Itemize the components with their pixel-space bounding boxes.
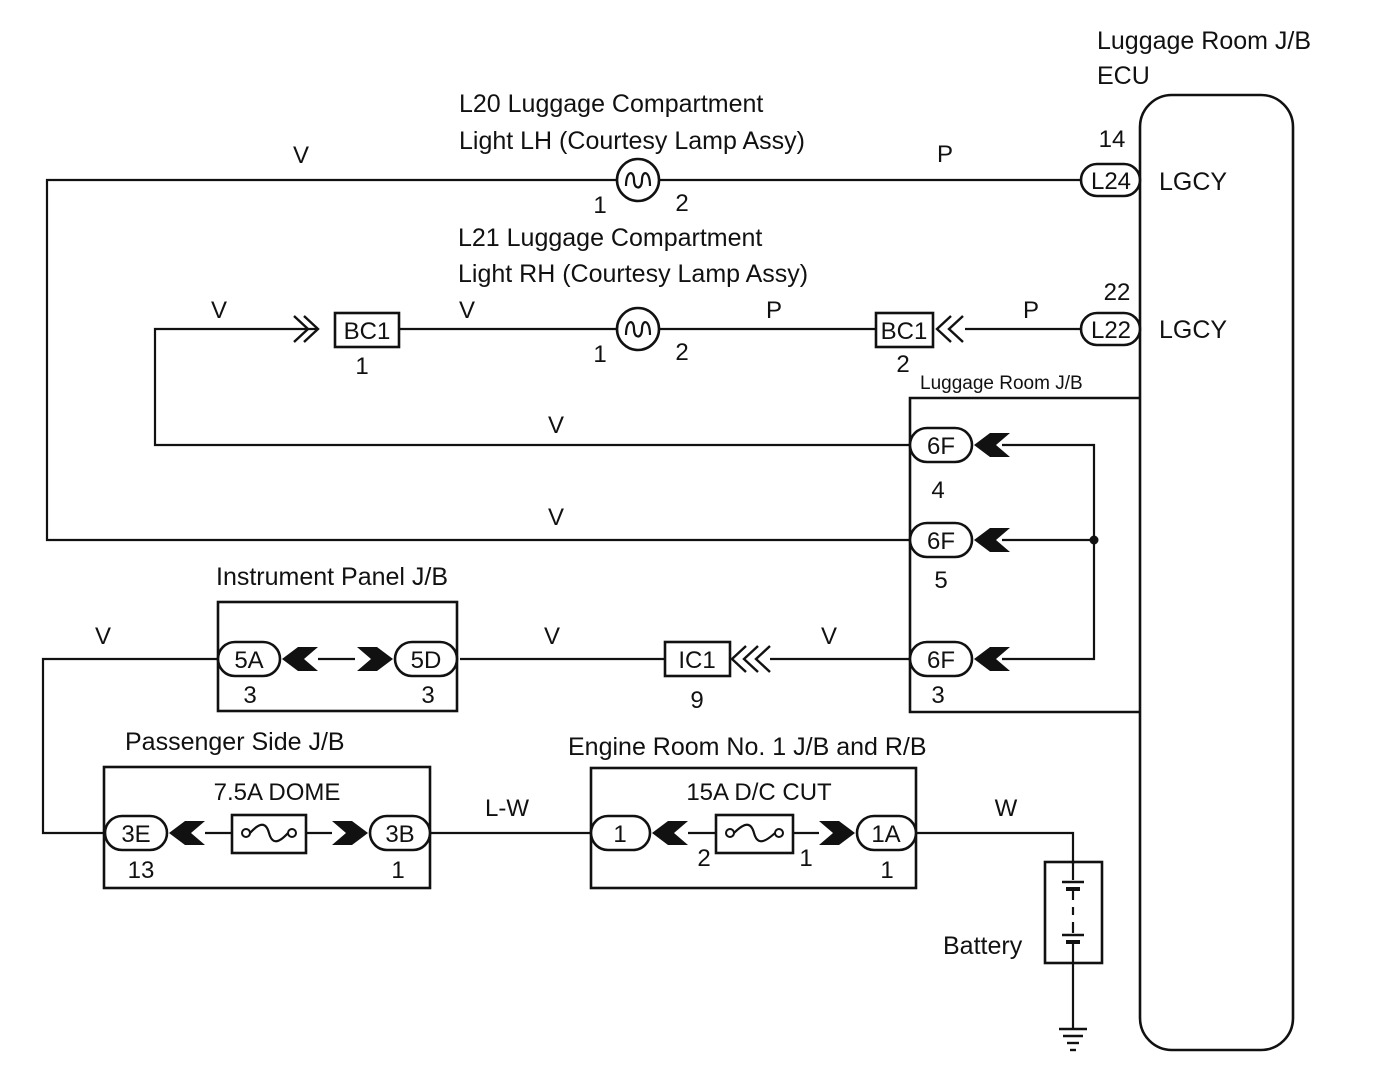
luggage-jb-title: Luggage Room J/B xyxy=(920,373,1083,394)
wire-label-p: P xyxy=(1023,297,1039,324)
connector-l22 xyxy=(1079,311,1142,347)
bc1-right-arrow-icon xyxy=(935,315,964,343)
l20-title: L20 Luggage Compartment xyxy=(459,90,763,118)
ic1-arrow-icon xyxy=(730,645,771,673)
l21-title: L21 Luggage Compartment xyxy=(458,224,762,252)
connector-l24-label: L24 xyxy=(1091,168,1131,195)
junction-dot xyxy=(1089,535,1099,545)
bc1-left-arrow-icon xyxy=(293,315,320,343)
wire-label-v: V xyxy=(95,623,111,650)
5a-arrow-icon xyxy=(282,647,318,671)
connector-6f-5-pin: 5 xyxy=(934,567,947,594)
connector-l22-label: L22 xyxy=(1091,317,1131,344)
connector-bc1-left-label: BC1 xyxy=(344,318,391,345)
bc1-left-pin: 1 xyxy=(355,353,368,380)
connector-5d-label: 5D xyxy=(411,647,442,674)
wire-label-v: V xyxy=(821,623,837,650)
luggage-jb-bus xyxy=(1002,443,1096,661)
connector-5d-pin: 3 xyxy=(421,682,434,709)
connector-3e-pin: 13 xyxy=(128,857,155,884)
connector-5d xyxy=(393,640,459,678)
1a-arrow-icon xyxy=(819,821,855,845)
wire-label-v: V xyxy=(548,504,564,531)
ecu-subtitle: ECU xyxy=(1097,62,1150,90)
l20-pin2: 2 xyxy=(675,190,688,217)
connector-6f-3-label: 6F xyxy=(927,647,955,674)
wire-label-p: P xyxy=(766,297,782,324)
instrument-jb-title: Instrument Panel J/B xyxy=(216,563,448,591)
battery-icon xyxy=(1043,860,1104,965)
connector-ic1 xyxy=(663,640,732,678)
engine-fuse-label: 15A D/C CUT xyxy=(686,779,832,806)
connector-1a-pin: 1 xyxy=(880,857,893,884)
wire-label-v: V xyxy=(459,297,475,324)
engine-jb-title: Engine Room No. 1 J/B and R/B xyxy=(568,733,927,761)
6f-5-arrow-icon xyxy=(974,528,1010,552)
3e-arrow-icon xyxy=(169,821,205,845)
ecu-signal-lgcy-2: LGCY xyxy=(1159,316,1227,344)
l20-pin1: 1 xyxy=(593,192,606,219)
connector-6f-5-label: 6F xyxy=(927,528,955,555)
wire-label-v: V xyxy=(293,142,309,169)
dome-fuse-icon xyxy=(230,813,308,855)
connector-6f-4-label: 6F xyxy=(927,433,955,460)
wire-5a-3e xyxy=(41,657,218,835)
engine-1-arrow-icon xyxy=(652,821,688,845)
connector-3e-label: 3E xyxy=(121,821,150,848)
l21-pin1: 1 xyxy=(593,341,606,368)
ecu-signal-lgcy-1: LGCY xyxy=(1159,168,1227,196)
luggage-jb-box xyxy=(908,396,1140,714)
connector-bc1-right xyxy=(874,311,935,349)
engine-fuse-pin-right: 1 xyxy=(799,845,812,872)
l21-subtitle: Light RH (Courtesy Lamp Assy) xyxy=(458,260,808,288)
ecu-pin-22: 22 xyxy=(1104,279,1131,306)
6f-3-arrow-icon xyxy=(974,647,1010,671)
connector-6f-3-pin: 3 xyxy=(931,682,944,709)
wire-6f4-bc1 xyxy=(153,327,910,447)
6f-4-arrow-icon xyxy=(974,433,1010,457)
bc1-right-pin: 2 xyxy=(896,351,909,378)
l20-subtitle: Light LH (Courtesy Lamp Assy) xyxy=(459,127,805,155)
passenger-jb-title: Passenger Side J/B xyxy=(125,728,345,756)
connector-ic1-label: IC1 xyxy=(678,647,715,674)
connector-5a-pin: 3 xyxy=(243,682,256,709)
wire-label-lw: L-W xyxy=(485,795,529,822)
ic1-pin: 9 xyxy=(690,687,703,714)
wire-label-v: V xyxy=(544,623,560,650)
wire-lamp-6f-5 xyxy=(45,178,910,542)
dc-cut-fuse-icon xyxy=(714,813,795,855)
connector-3b-pin: 1 xyxy=(391,857,404,884)
battery-label: Battery xyxy=(943,932,1023,960)
connector-3b-label: 3B xyxy=(385,821,414,848)
wire-1a-battery xyxy=(916,831,1075,864)
connector-bc1-right-label: BC1 xyxy=(881,318,928,345)
connector-3e xyxy=(103,814,169,852)
connector-l24 xyxy=(1079,162,1142,198)
wire-label-v: V xyxy=(548,412,564,439)
ecu-pin-14: 14 xyxy=(1099,126,1126,153)
connector-engine-1-label: 1 xyxy=(613,821,626,848)
wire-label-v: V xyxy=(211,297,227,324)
connector-1a-label: 1A xyxy=(871,821,900,848)
passenger-fuse-label: 7.5A DOME xyxy=(214,779,341,806)
3b-arrow-icon xyxy=(332,821,368,845)
l21-lamp-icon xyxy=(615,306,661,352)
connector-6f-4-pin: 4 xyxy=(931,477,944,504)
l21-pin2: 2 xyxy=(675,339,688,366)
connector-6f-4 xyxy=(908,426,974,464)
engine-fuse-pin-left: 2 xyxy=(697,845,710,872)
5d-arrow-icon xyxy=(357,647,393,671)
wire-label-w: W xyxy=(995,795,1018,822)
l20-lamp-icon xyxy=(615,157,661,203)
connector-6f-5 xyxy=(908,521,974,559)
ecu-title: Luggage Room J/B xyxy=(1097,27,1311,55)
connector-engine-1 xyxy=(589,814,652,852)
ecu-body xyxy=(1138,93,1295,1052)
connector-bc1-left xyxy=(333,311,401,349)
wire-label-p: P xyxy=(937,141,953,168)
ground-icon xyxy=(1059,1027,1087,1052)
connector-5a-label: 5A xyxy=(234,647,263,674)
